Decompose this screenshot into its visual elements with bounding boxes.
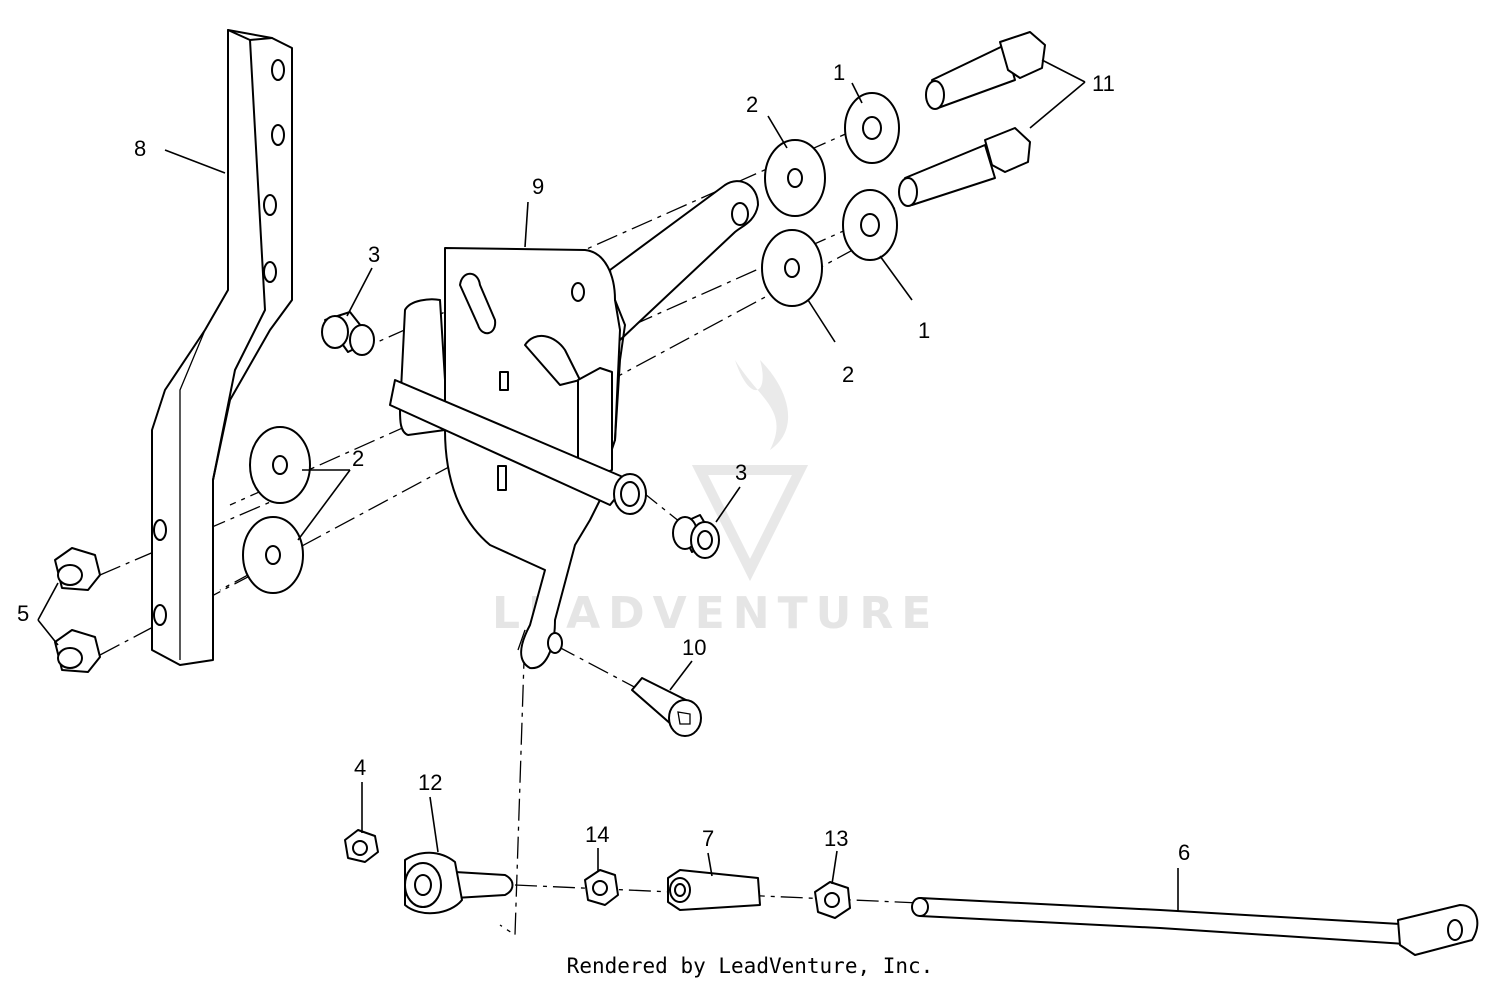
callout-14: 14 — [585, 822, 609, 847]
washers — [242, 92, 900, 594]
part-8-offset-bracket — [151, 29, 293, 666]
part-9-control-plate — [389, 180, 759, 670]
callout-4: 4 — [354, 755, 366, 780]
footer-credit: Rendered by LeadVenture, Inc. — [566, 954, 934, 978]
part-3-bushing-lower — [672, 514, 720, 559]
callout-12: 12 — [418, 770, 442, 795]
part-13-nut — [814, 881, 851, 919]
callout-numbers: 1 1 2 2 2 3 3 4 5 6 7 8 9 10 11 12 13 14 — [17, 60, 1190, 865]
callout-2-right: 2 — [842, 362, 854, 387]
part-14-nut — [584, 869, 619, 906]
callout-2-upper: 2 — [746, 92, 758, 117]
callout-7: 7 — [702, 826, 714, 851]
callout-5: 5 — [17, 601, 29, 626]
callout-8: 8 — [134, 136, 146, 161]
callout-9: 9 — [532, 174, 544, 199]
watermark-text: LEADVENTURE — [492, 588, 939, 639]
callout-1-lower: 1 — [918, 318, 930, 343]
part-6-rod — [911, 897, 1479, 956]
callout-1-upper: 1 — [833, 60, 845, 85]
part-3-bushing-upper — [321, 311, 375, 356]
watermark: LEADVENTURE — [492, 360, 939, 639]
callout-6: 6 — [1178, 840, 1190, 865]
callout-13: 13 — [824, 826, 848, 851]
callout-3-lower: 3 — [735, 460, 747, 485]
part-11-bolts — [898, 31, 1046, 207]
part-5-flange-nuts — [54, 547, 101, 673]
part-7-coupler — [667, 869, 761, 911]
callout-11: 11 — [1092, 71, 1115, 96]
part-10-screw — [631, 677, 702, 737]
callout-2-left: 2 — [352, 446, 364, 471]
leader-lines — [37, 59, 1179, 912]
callout-10: 10 — [682, 635, 706, 660]
part-12-rod-end — [404, 851, 514, 915]
callout-3-upper: 3 — [368, 242, 380, 267]
part-4-nut — [344, 829, 379, 863]
